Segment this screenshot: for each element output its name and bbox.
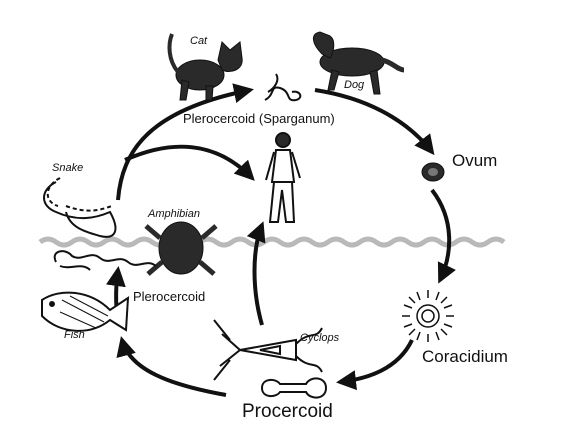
amphibian-frog: [144, 221, 218, 276]
label-plerocercoid: Plerocercoid: [133, 289, 206, 304]
arrow-snake-to-human: [124, 144, 255, 181]
label-amphibian: Amphibian: [148, 208, 200, 220]
label-fish: Fish: [64, 329, 85, 341]
arrow-ovum-to-coracidium: [430, 188, 456, 284]
coracidium-larva: [402, 290, 454, 342]
arrow-snake-to-cat: [116, 83, 254, 201]
human-figure: [265, 132, 301, 223]
label-cyclops: Cyclops: [300, 332, 340, 344]
procercoid-larva: [260, 377, 328, 399]
label-dog: Dog: [344, 79, 365, 91]
cyclops-copepod: [213, 319, 323, 381]
snake-illustration: [43, 177, 117, 238]
plerocercoid-larva: [53, 250, 157, 271]
arrow-coracidium-to-procercoid: [336, 339, 414, 391]
ovum-egg: [421, 162, 445, 182]
dog-silhouette: [313, 31, 405, 95]
arrow-dog-to-ovum: [314, 88, 435, 156]
water-surface-line: [38, 236, 506, 248]
cat-silhouette: [167, 33, 243, 101]
label-procercoid: Procercoid: [242, 401, 333, 422]
label-snake: Snake: [52, 162, 84, 174]
fish-illustration: [41, 291, 130, 332]
label-ovum: Ovum: [452, 151, 498, 170]
arrow-procercoid-to-fish: [116, 336, 227, 397]
coracidium-cilia: [402, 290, 454, 342]
label-cat: Cat: [190, 35, 208, 47]
label-coracidium: Coracidium: [422, 347, 508, 366]
label-plerocercoid-sparganum: Plerocercoid (Sparganum): [183, 111, 335, 126]
arrow-cyclops-to-human: [246, 221, 266, 326]
sparganum-worm: [264, 73, 302, 102]
